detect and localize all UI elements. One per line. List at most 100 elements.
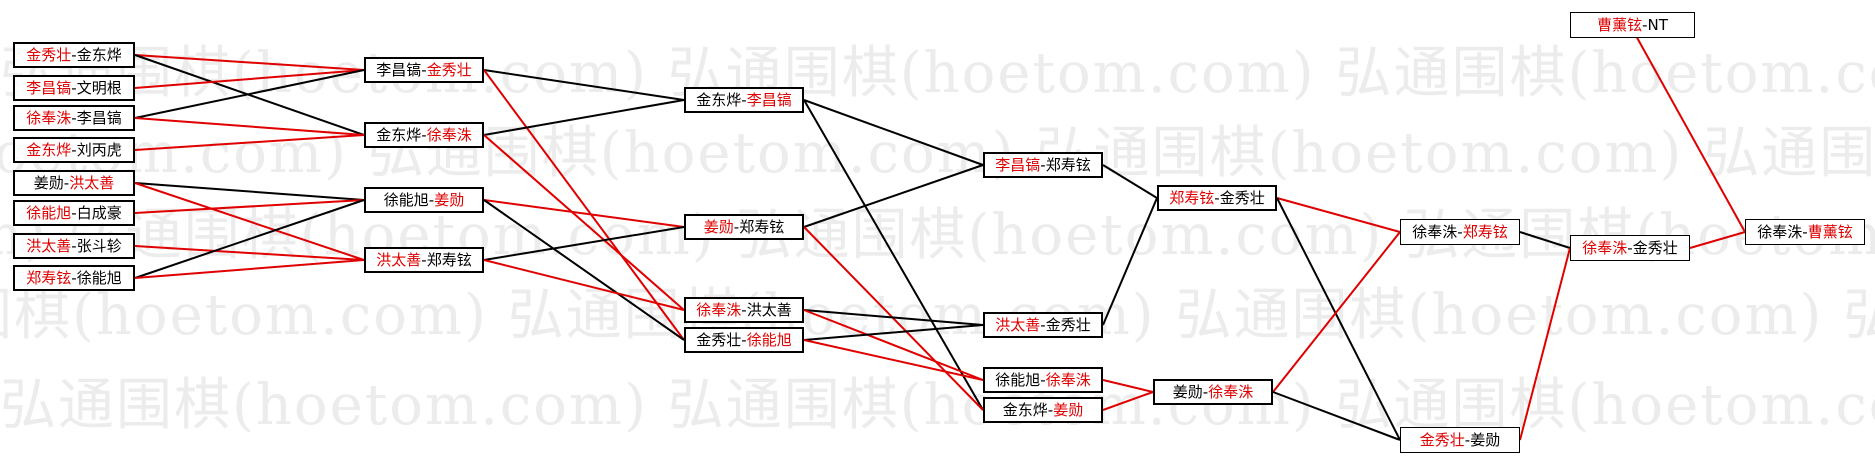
winner-name: 洪太善: [995, 316, 1041, 334]
winner-name: 徐奉洙: [426, 126, 472, 144]
winner-name: 郑寿铉: [26, 269, 72, 287]
bracket-line-lose: [803, 164, 984, 228]
winner-name: 李昌镐: [26, 79, 72, 97]
match-node: 徐奉洙-金秀壮: [1570, 235, 1690, 261]
bracket-line-win: [134, 245, 365, 261]
bracket-line-lose: [1102, 164, 1158, 199]
match-node: 金东烨-李昌镐: [684, 87, 804, 113]
separator: -: [1457, 223, 1463, 241]
winner-name: 李昌镐: [746, 91, 792, 109]
loser-name: 郑寿铉: [1045, 156, 1091, 174]
bracket-line-win: [134, 54, 365, 71]
final-match-node: 徐奉洙-曹薰铉: [1745, 219, 1865, 245]
bracket-line-win: [483, 259, 685, 311]
separator: -: [63, 174, 70, 192]
winner-name: 徐能旭: [26, 204, 72, 222]
seed-match-node: 曹薰铉-NT: [1570, 12, 1695, 38]
winner-name: 姜勋: [1053, 401, 1084, 419]
match-node: 姜勋-洪太善: [13, 170, 135, 196]
loser-name: NT: [1647, 16, 1668, 34]
bracket-line-win: [483, 134, 685, 311]
separator: -: [741, 91, 747, 109]
bracket-line-lose: [1276, 197, 1401, 441]
winner-name: 徐奉洙: [1582, 239, 1628, 257]
bracket-line-win: [134, 199, 365, 214]
match-node: 金东烨-徐奉洙: [364, 122, 484, 148]
separator: -: [428, 191, 435, 209]
loser-name: 金秀壮: [1045, 316, 1091, 334]
separator: -: [741, 331, 747, 349]
separator: -: [1040, 316, 1046, 334]
bracket-line-win: [1102, 379, 1154, 393]
match-node: 姜勋-郑寿铉: [684, 214, 804, 240]
winner-name: 徐能旭: [746, 331, 792, 349]
bracket-line-lose: [483, 226, 685, 261]
match-node: 金东烨-刘丙虎: [13, 137, 135, 163]
separator: -: [1464, 431, 1471, 449]
bracket-line-win: [134, 134, 365, 151]
bracket-line-win: [1276, 197, 1401, 233]
winner-name: 李昌镐: [995, 156, 1041, 174]
bracket-line-lose: [483, 99, 685, 136]
loser-name: 金东烨: [696, 91, 742, 109]
loser-name: 金秀壮: [1219, 189, 1265, 207]
separator: -: [741, 301, 747, 319]
match-node: 徐能旭-姜勋: [364, 187, 484, 213]
loser-name: 金秀壮: [1632, 239, 1678, 257]
match-node: 洪太善-金秀壮: [983, 312, 1103, 338]
match-node: 徐能旭-徐奉洙: [983, 367, 1103, 393]
match-node: 徐奉洙-郑寿铉: [1400, 219, 1520, 245]
winner-name: 徐奉洙: [1208, 383, 1254, 401]
separator: -: [71, 109, 77, 127]
match-node: 徐能旭-白成豪: [13, 200, 135, 226]
loser-name: 徐能旭: [383, 191, 429, 209]
bracket-line-win: [1272, 231, 1401, 393]
separator: -: [733, 218, 740, 236]
separator: -: [1214, 189, 1220, 207]
match-node: 郑寿铉-徐能旭: [13, 265, 135, 291]
loser-name: 李昌镐: [376, 61, 422, 79]
bracket-line-win: [1102, 391, 1154, 411]
match-node: 徐奉洙-洪太善: [684, 297, 804, 323]
bracket-line-lose: [803, 99, 984, 166]
separator: -: [71, 269, 77, 287]
bracket-line-lose: [134, 199, 365, 279]
separator: -: [1040, 371, 1046, 389]
loser-name: 徐能旭: [995, 371, 1041, 389]
bracket-line-win: [803, 339, 984, 381]
bracket-line-win: [483, 69, 685, 341]
bracket-line-win: [134, 69, 365, 89]
bracket-line-win: [134, 182, 365, 261]
loser-name: 姜勋: [33, 174, 64, 192]
match-node: 徐奉洙-李昌镐: [13, 105, 135, 131]
winner-name: 洪太善: [69, 174, 115, 192]
loser-name: 白成豪: [76, 204, 122, 222]
match-node: 金秀壮-金东烨: [13, 42, 135, 68]
separator: -: [421, 126, 427, 144]
loser-name: 郑寿铉: [426, 251, 472, 269]
bracket-line-lose: [803, 309, 984, 326]
separator: -: [1627, 239, 1633, 257]
match-node: 洪太善-张斗轸: [13, 233, 135, 259]
separator: -: [1047, 401, 1054, 419]
winner-name: 金秀壮: [26, 46, 72, 64]
loser-name: 张斗轸: [76, 237, 122, 255]
match-node: 姜勋-徐奉洙: [1153, 379, 1273, 405]
loser-name: 洪太善: [746, 301, 792, 319]
match-node: 李昌镐-金秀壮: [364, 57, 484, 83]
separator: -: [421, 61, 427, 79]
match-node: 金秀壮-姜勋: [1400, 427, 1520, 453]
bracket-line-lose: [483, 199, 685, 341]
winner-name: 徐奉洙: [696, 301, 742, 319]
winner-name: 郑寿铉: [1462, 223, 1508, 241]
loser-name: 姜勋: [1172, 383, 1203, 401]
winner-name: 洪太善: [376, 251, 422, 269]
bracket-line-lose: [483, 69, 685, 101]
loser-name: 徐奉洙: [1412, 223, 1458, 241]
loser-name: 徐奉洙: [1757, 223, 1803, 241]
loser-name: 金东烨: [1002, 401, 1048, 419]
match-node: 郑寿铉-金秀壮: [1157, 185, 1277, 211]
bracket-line-lose: [803, 324, 984, 341]
match-node: 洪太善-郑寿铉: [364, 247, 484, 273]
